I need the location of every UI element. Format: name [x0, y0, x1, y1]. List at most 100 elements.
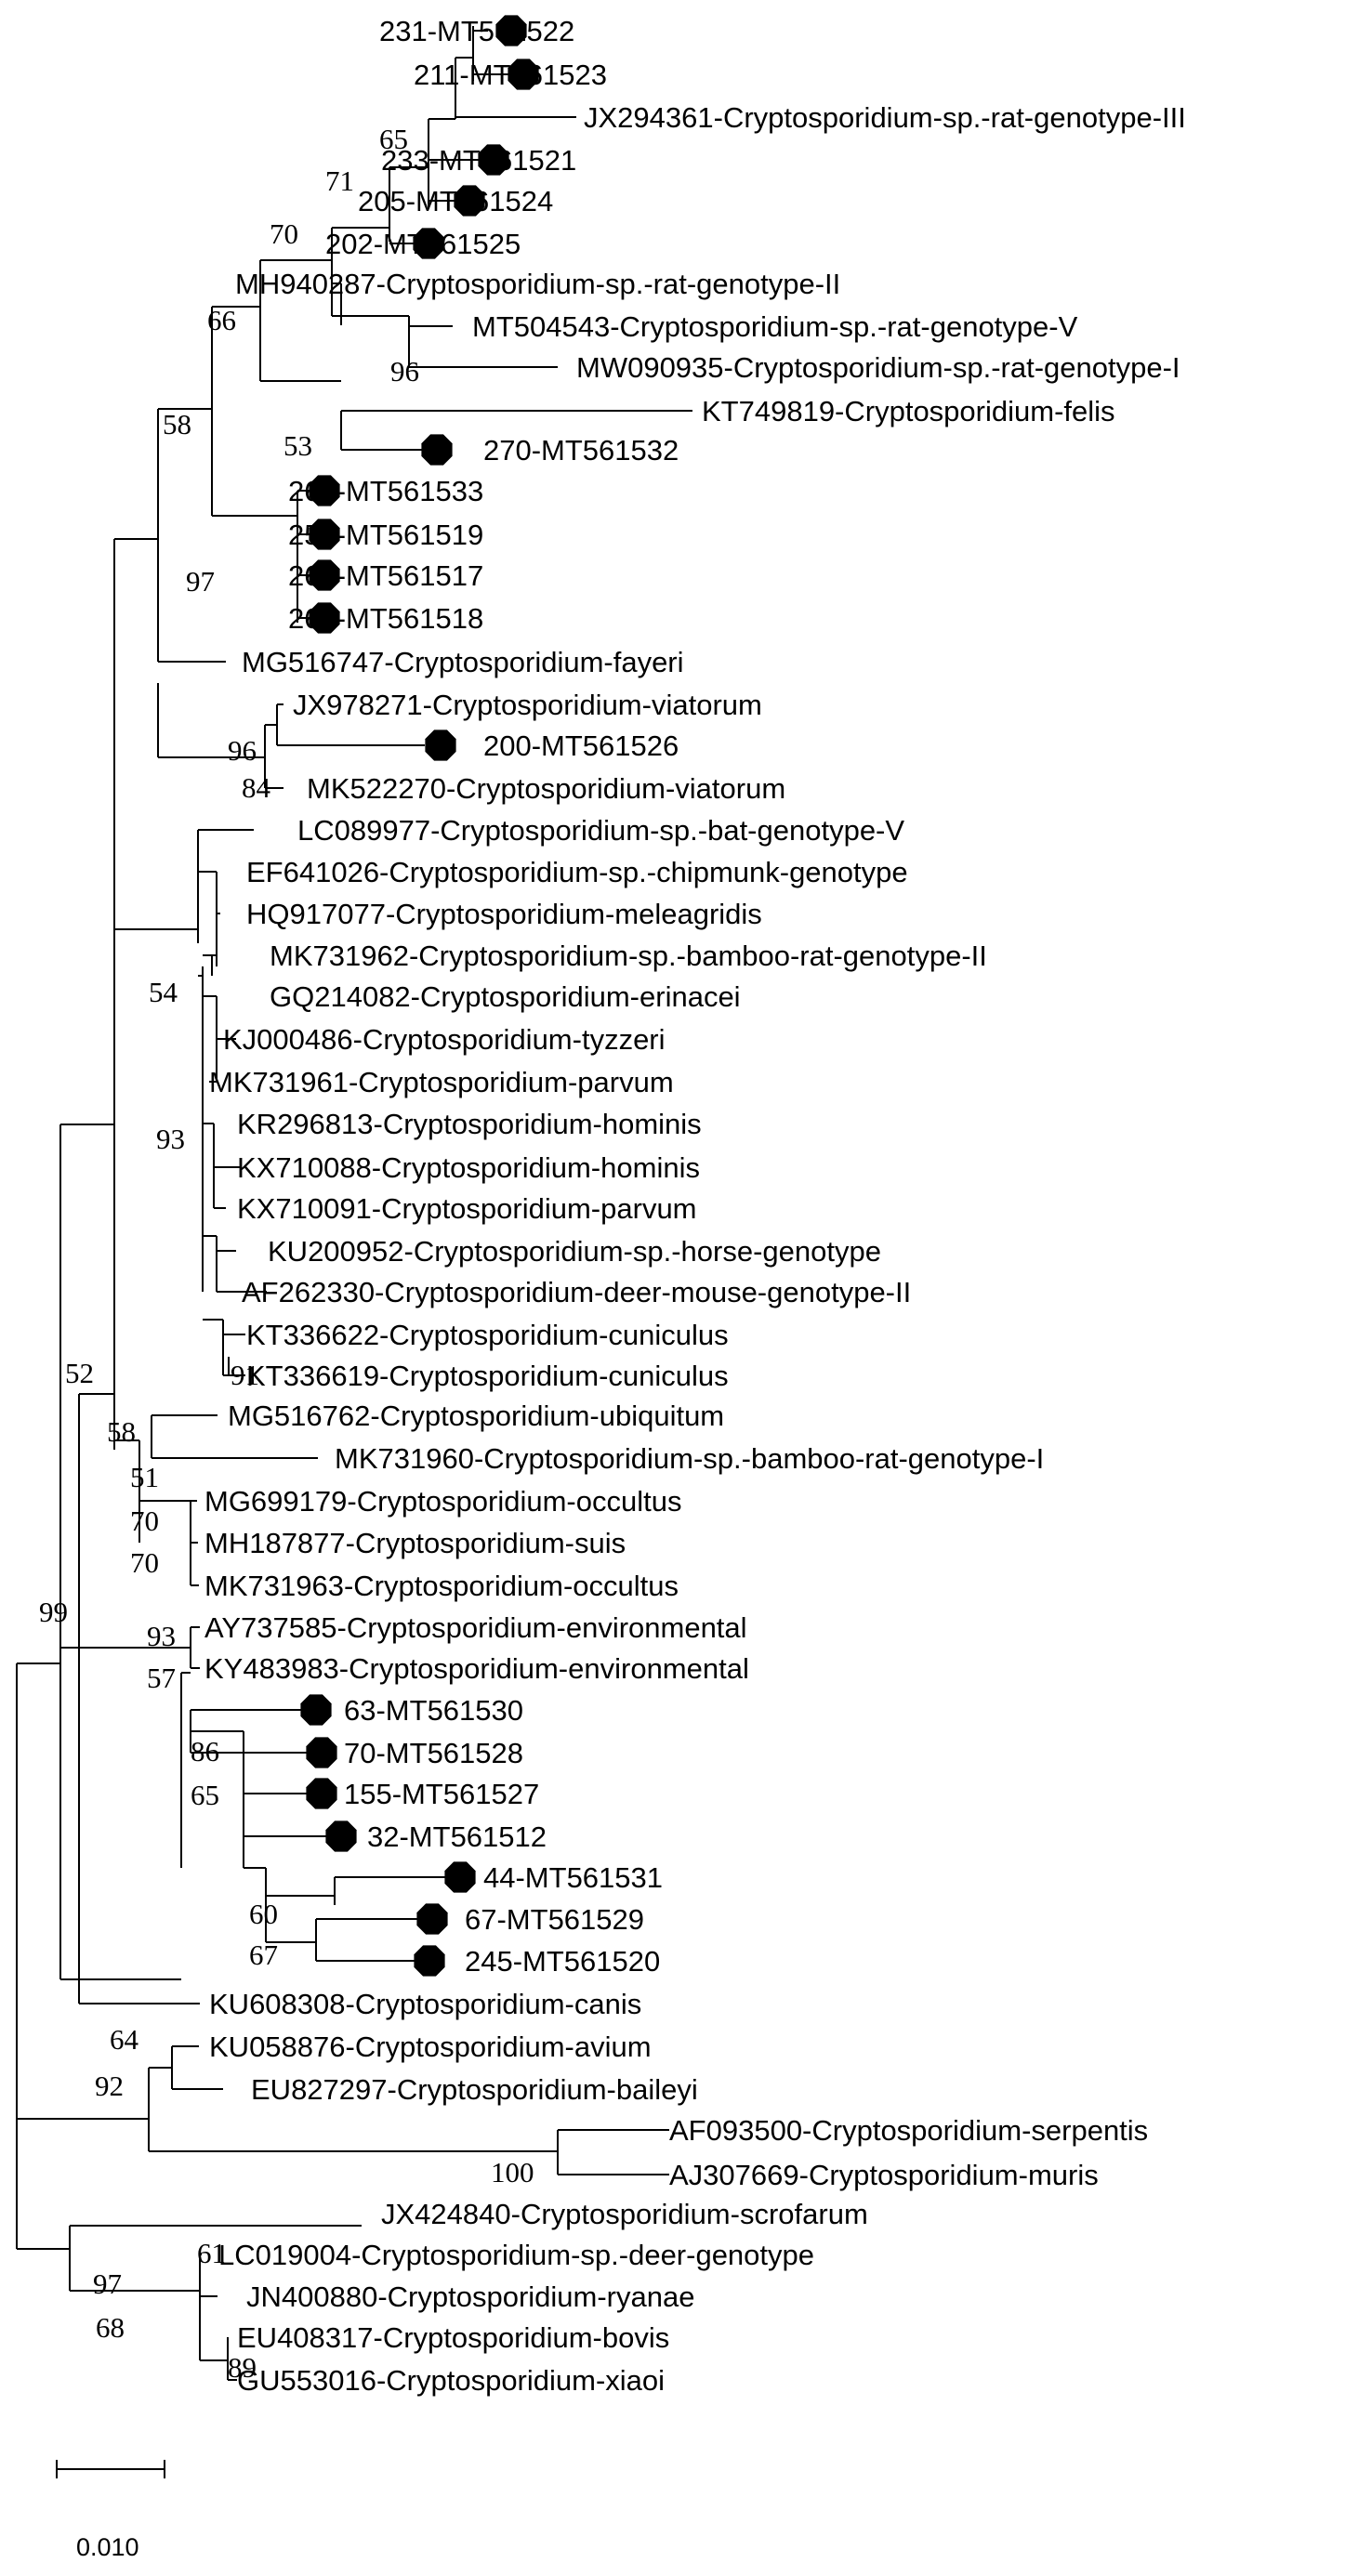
taxon-label-t4: 233-MT561521 — [381, 144, 576, 177]
taxon-label-t45: 44-MT561531 — [483, 1861, 663, 1894]
taxon-label-t36: MG699179-Cryptosporidium-occultus — [204, 1485, 681, 1518]
support-value-s23: 60 — [249, 1898, 278, 1930]
support-value-s16: 51 — [130, 1461, 159, 1493]
sample-marker-t12 — [309, 475, 340, 506]
taxon-label-t41: 63-MT561530 — [344, 1694, 523, 1727]
support-value-s3: 70 — [270, 217, 298, 250]
support-value-s28: 100 — [491, 2156, 534, 2188]
taxon-label-t14: 263-MT561517 — [288, 559, 483, 592]
taxon-label-t34: MG516762-Cryptosporidium-ubiquitum — [228, 1400, 724, 1432]
support-value-s15: 58 — [107, 1415, 136, 1448]
scale-bar: 0.010 — [56, 2460, 165, 2561]
support-value-s2: 71 — [325, 164, 354, 197]
support-value-s26: 64 — [110, 2023, 139, 2056]
sample-marker-t41 — [300, 1694, 332, 1726]
support-value-s1: 65 — [379, 123, 408, 155]
taxon-label-t43: 155-MT561527 — [344, 1778, 539, 1810]
sample-marker-t4 — [478, 144, 509, 176]
support-value-s25: 99 — [39, 1596, 68, 1628]
support-value-s32: 89 — [228, 2351, 257, 2384]
sample-marker-t1 — [495, 15, 527, 46]
taxon-label-t40: KY483983-Cryptosporidium-environmental — [204, 1652, 749, 1685]
taxon-label-t3: JX294361-Cryptosporidium-sp.-rat-genotyp… — [584, 101, 1186, 134]
support-value-s21: 86 — [191, 1735, 219, 1768]
taxon-label-t42: 70-MT561528 — [344, 1737, 523, 1769]
taxon-label-t8: MT504543-Cryptosporidium-sp.-rat-genotyp… — [472, 310, 1078, 343]
sample-marker-t44 — [325, 1820, 357, 1852]
taxon-label-t37: MH187877-Cryptosporidium-suis — [204, 1527, 626, 1559]
taxon-label-t48: KU608308-Cryptosporidium-canis — [209, 1988, 641, 2020]
tree-branches — [16, 26, 692, 2381]
support-value-s20: 57 — [147, 1662, 176, 1694]
taxon-label-t39: AY737585-Cryptosporidium-environmental — [204, 1611, 747, 1644]
support-value-s30: 97 — [93, 2267, 122, 2300]
sample-marker-t13 — [309, 519, 340, 550]
support-value-s27: 92 — [95, 2070, 124, 2102]
support-value-s14: 52 — [65, 1357, 94, 1389]
taxon-label-t7: MH940287-Cryptosporidium-sp.-rat-genotyp… — [235, 268, 840, 300]
support-value-s10: 84 — [242, 771, 271, 804]
taxon-label-t47: 245-MT561520 — [465, 1945, 660, 1978]
support-value-s6: 58 — [163, 408, 191, 440]
support-value-s18: 70 — [130, 1546, 159, 1579]
support-value-s29: 61 — [197, 2237, 226, 2269]
taxon-label-t56: EU408317-Cryptosporidium-bovis — [237, 2321, 669, 2354]
taxon-label-t19: MK522270-Cryptosporidium-viatorum — [307, 772, 785, 805]
sample-marker-t47 — [414, 1945, 445, 1977]
taxon-label-t27: KR296813-Cryptosporidium-hominis — [237, 1108, 702, 1140]
taxon-label-t50: EU827297-Cryptosporidium-baileyi — [251, 2073, 698, 2106]
sample-marker-t15 — [309, 602, 340, 634]
sample-marker-t11 — [421, 434, 453, 466]
taxon-label-t32: KT336622-Cryptosporidium-cuniculus — [246, 1319, 729, 1351]
support-value-s11: 54 — [149, 976, 178, 1008]
sample-marker-t6 — [413, 228, 444, 259]
support-value-s31: 68 — [96, 2311, 125, 2344]
support-value-s13: 91 — [231, 1359, 259, 1391]
sample-marker-t42 — [306, 1737, 337, 1768]
support-value-s7: 53 — [284, 429, 312, 462]
taxon-label-t46: 67-MT561529 — [465, 1903, 644, 1936]
taxon-label-t29: KX710091-Cryptosporidium-parvum — [237, 1192, 697, 1225]
taxon-label-t1: 231-MT561522 — [379, 15, 574, 47]
taxon-label-t51: AF093500-Cryptosporidium-serpentis — [669, 2114, 1148, 2147]
taxon-label-t5: 205-MT561524 — [358, 185, 553, 217]
taxon-label-t57: GU553016-Cryptosporidium-xiaoi — [237, 2364, 665, 2397]
taxon-label-t44: 32-MT561512 — [367, 1820, 547, 1853]
sample-marker-t18 — [425, 729, 456, 761]
taxon-label-t6: 202-MT561525 — [325, 228, 521, 260]
taxon-label-t23: MK731962-Cryptosporidium-sp.-bamboo-rat-… — [270, 940, 987, 972]
taxon-label-t17: JX978271-Cryptosporidium-viatorum — [293, 689, 762, 721]
support-value-s17: 70 — [130, 1505, 159, 1537]
taxon-label-t30: KU200952-Cryptosporidium-sp.-horse-genot… — [268, 1235, 881, 1268]
sample-marker-t5 — [454, 185, 485, 217]
taxon-label-t22: HQ917077-Cryptosporidium-meleagridis — [246, 898, 762, 930]
taxon-label-t54: LC019004-Cryptosporidium-sp.-deer-genoty… — [218, 2239, 814, 2271]
taxon-label-t18: 200-MT561526 — [483, 729, 679, 762]
taxon-label-t55: JN400880-Cryptosporidium-ryanae — [246, 2280, 694, 2313]
taxon-label-t15: 261-MT561518 — [288, 602, 483, 635]
taxon-label-t20: LC089977-Cryptosporidium-sp.-bat-genotyp… — [297, 814, 904, 847]
taxon-label-t11: 270-MT561532 — [483, 434, 679, 467]
taxon-label-t9: MW090935-Cryptosporidium-sp.-rat-genotyp… — [576, 351, 1180, 384]
support-value-s19: 93 — [147, 1620, 176, 1652]
support-value-s5: 66 — [207, 304, 236, 336]
taxon-label-t12: 265-MT561533 — [288, 475, 483, 507]
sample-markers — [300, 15, 539, 1977]
taxon-label-t2: 211-MT561523 — [414, 59, 607, 91]
taxon-label-t24: GQ214082-Cryptosporidium-erinacei — [270, 980, 741, 1013]
support-value-s9: 96 — [228, 734, 257, 767]
taxon-label-t16: MG516747-Cryptosporidium-fayeri — [242, 646, 684, 678]
sample-marker-t14 — [309, 559, 340, 591]
taxon-label-t52: AJ307669-Cryptosporidium-muris — [669, 2159, 1099, 2191]
taxon-label-t10: KT749819-Cryptosporidium-felis — [702, 395, 1115, 427]
taxon-label-t25: KJ000486-Cryptosporidium-tyzzeri — [223, 1023, 666, 1056]
taxon-label-t26: MK731961-Cryptosporidium-parvum — [209, 1066, 674, 1098]
taxon-label-t35: MK731960-Cryptosporidium-sp.-bamboo-rat-… — [335, 1442, 1044, 1475]
scale-bar-label: 0.010 — [76, 2533, 139, 2561]
taxon-label-t13: 251-MT561519 — [288, 519, 483, 551]
support-value-s24: 67 — [249, 1939, 278, 1971]
sample-marker-t2 — [508, 59, 539, 90]
taxon-label-t38: MK731963-Cryptosporidium-occultus — [204, 1570, 679, 1602]
sample-marker-t46 — [416, 1903, 448, 1935]
